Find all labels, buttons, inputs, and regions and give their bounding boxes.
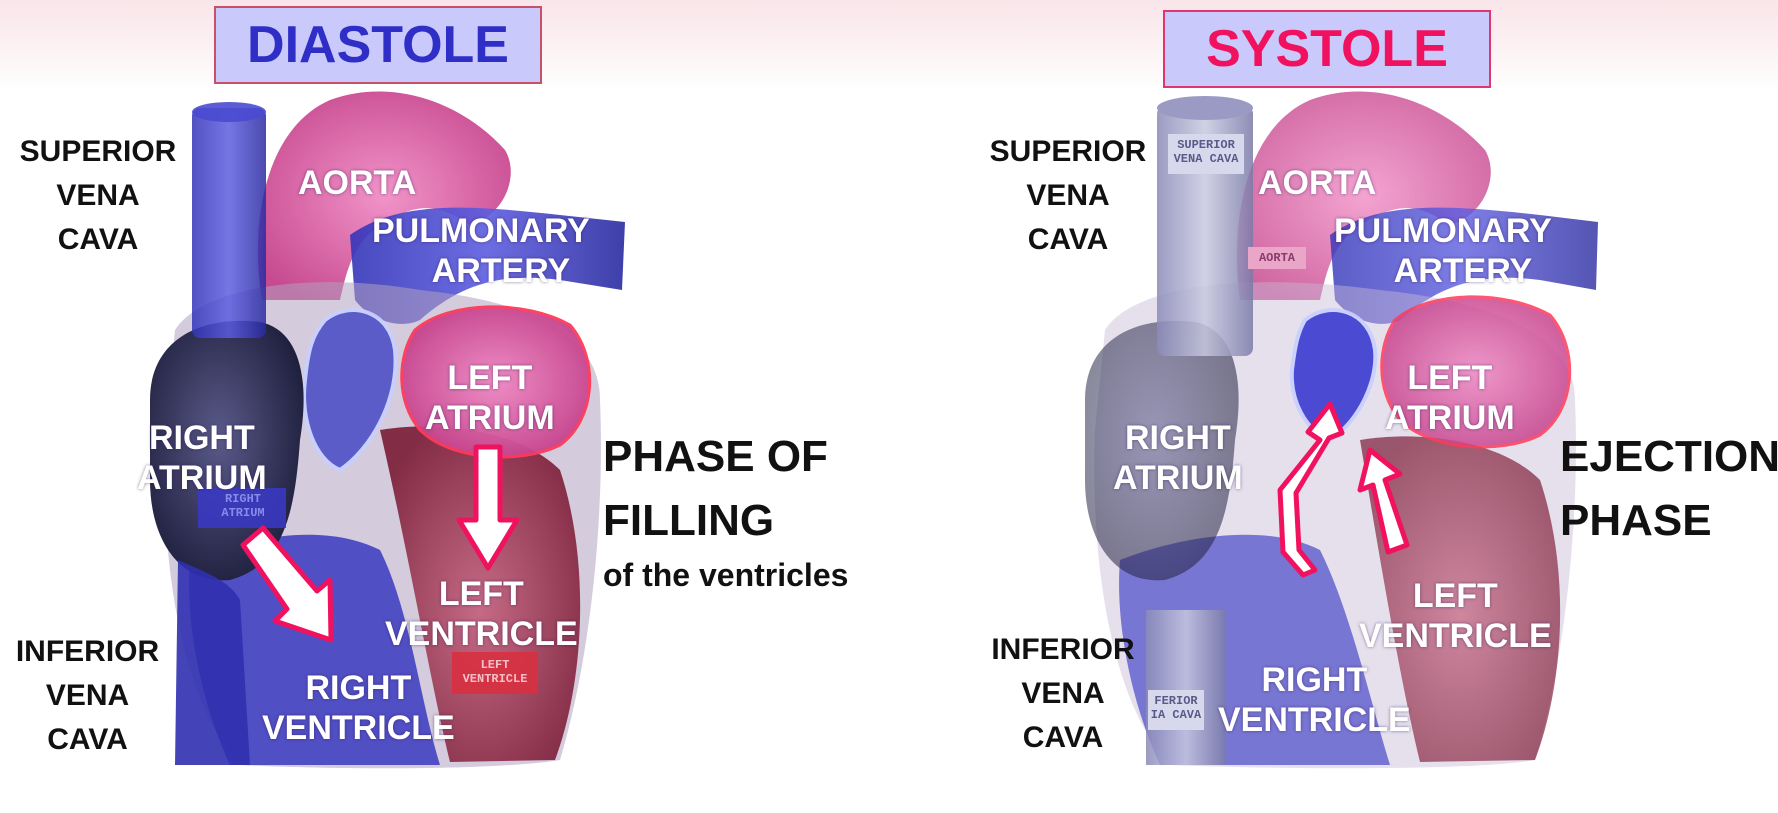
systole-superior-vena-cava-label: SUPERIOR VENA CAVA xyxy=(988,130,1148,262)
systole-left-ventricle-label: LEFT VENTRICLE xyxy=(1359,576,1552,656)
superior-vena-cava-shape xyxy=(192,108,266,338)
diastole-title: DIASTOLE xyxy=(214,6,542,84)
diastole-inferior-vena-cava-label: INFERIOR VENA CAVA xyxy=(10,630,165,762)
systole-title: SYSTOLE xyxy=(1163,10,1491,88)
systole-pulmonary-artery-label: PULMONARY ARTERY xyxy=(1334,211,1552,291)
systole-right-ventricle-label: RIGHT VENTRICLE xyxy=(1218,660,1411,740)
diastole-embedded-left-ventricle: LEFT VENTRICLE xyxy=(452,658,538,686)
diastole-right-atrium-label: RIGHT ATRIUM xyxy=(137,418,267,498)
diastole-embedded-right-atrium: RIGHT ATRIUM xyxy=(200,492,286,520)
diastole-aorta-label: AORTA xyxy=(298,163,416,203)
systole-embedded-aorta: AORTA xyxy=(1248,251,1306,265)
diastole-phase-label: PHASE OF FILLING of the ventricles xyxy=(603,425,848,597)
inferior-vena-cava-shape-s xyxy=(1146,610,1226,765)
systole-right-atrium-label: RIGHT ATRIUM xyxy=(1113,418,1243,498)
diastole-left-atrium-label: LEFT ATRIUM xyxy=(425,358,555,438)
systole-phase-label: EJECTION PHASE xyxy=(1560,425,1778,553)
diastole-superior-vena-cava-label: SUPERIOR VENA CAVA xyxy=(18,130,178,262)
systole-embedded-superior-vena-cava: SUPERIOR VENA CAVA xyxy=(1168,138,1244,166)
systole-left-atrium-label: LEFT ATRIUM xyxy=(1385,358,1515,438)
systole-title-text: SYSTOLE xyxy=(1206,19,1448,79)
diastole-left-ventricle-label: LEFT VENTRICLE xyxy=(385,574,578,654)
systole-aorta-label: AORTA xyxy=(1258,163,1376,203)
diastole-pulmonary-artery-label: PULMONARY ARTERY xyxy=(372,211,590,291)
systole-embedded-inferior-vena-cava: FERIOR IA CAVA xyxy=(1148,694,1204,722)
diastole-right-ventricle-label: RIGHT VENTRICLE xyxy=(262,668,455,748)
diastole-title-text: DIASTOLE xyxy=(247,15,509,75)
systole-inferior-vena-cava-label: INFERIOR VENA CAVA xyxy=(988,628,1138,760)
